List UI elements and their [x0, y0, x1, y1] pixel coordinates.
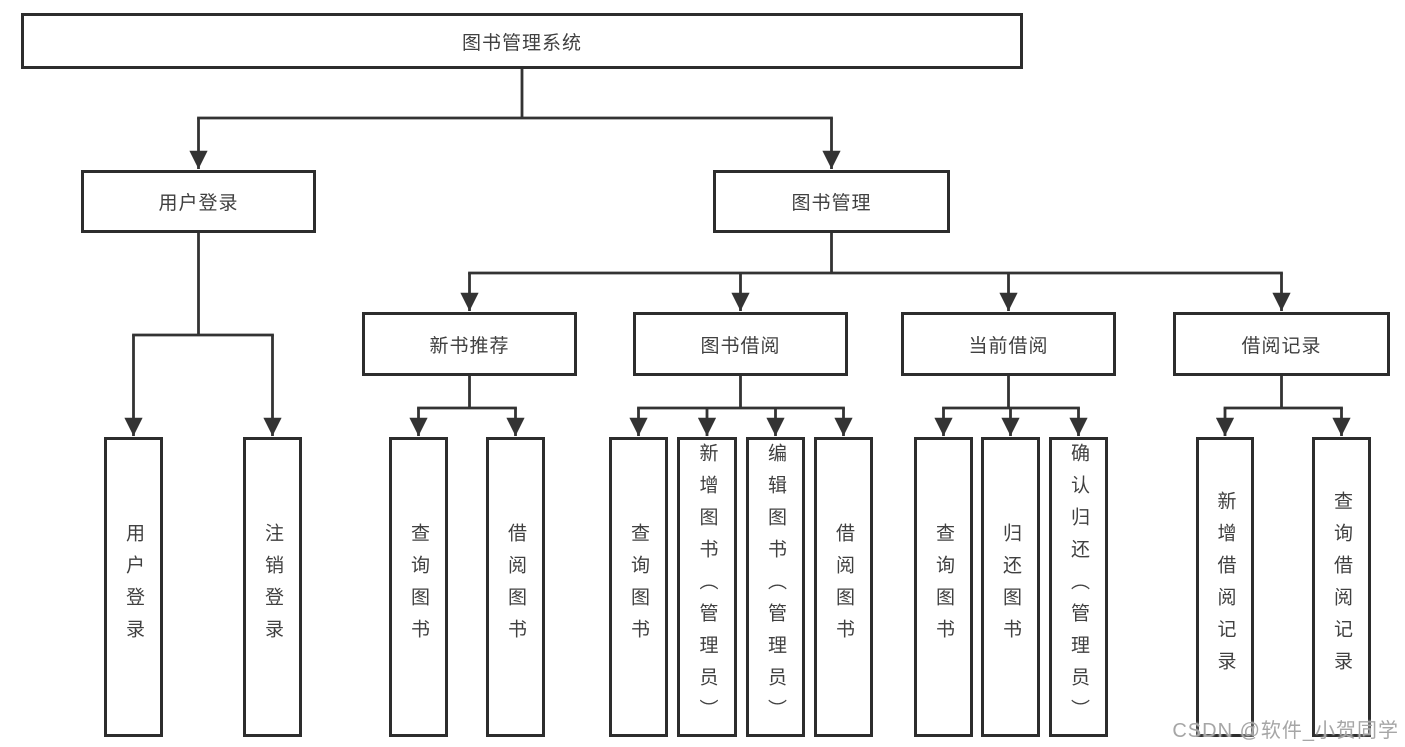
node-current-borrowing: 当前借阅 [901, 312, 1116, 376]
node-label: 借阅图书 [833, 523, 854, 651]
leaf-borrow-books-recommend: 借阅图书 [486, 437, 545, 737]
node-book-management: 图书管理 [713, 170, 950, 233]
node-label: 用户登录 [158, 193, 239, 214]
node-label: 查询图书 [408, 523, 429, 651]
node-label: 图书借阅 [700, 335, 781, 357]
node-label: 图书管理 [791, 193, 872, 214]
node-label: 编辑图书（管理员） [765, 443, 786, 731]
leaf-user-login: 用户登录 [104, 437, 163, 737]
leaf-confirm-return-admin: 确认归还（管理员） [1049, 437, 1108, 737]
node-label: 用户登录 [123, 523, 144, 651]
node-label: 确认归还（管理员） [1068, 443, 1089, 731]
leaf-edit-book-admin: 编辑图书（管理员） [746, 437, 805, 737]
leaf-query-books-recommend: 查询图书 [389, 437, 448, 737]
node-new-book-recommend: 新书推荐 [362, 312, 577, 376]
node-label: 新增图书（管理员） [696, 443, 718, 731]
node-label: 注销登录 [262, 523, 283, 651]
leaf-return-books: 归还图书 [981, 437, 1040, 737]
leaf-logout-login: 注销登录 [243, 437, 302, 737]
leaf-query-books-current: 查询图书 [914, 437, 973, 737]
node-label: 图书管理系统 [461, 32, 582, 54]
node-label: 当前借阅 [968, 335, 1049, 357]
node-library-system: 图书管理系统 [21, 13, 1023, 69]
node-label: 借阅图书 [505, 523, 526, 651]
node-label: 归还图书 [1000, 523, 1021, 651]
watermark: CSDN @软件_小贺同学 [1172, 720, 1399, 742]
node-label: 新增借阅记录 [1214, 491, 1236, 683]
leaf-borrow-books-borrowing: 借阅图书 [814, 437, 873, 737]
node-label: 查询图书 [933, 523, 954, 651]
node-label: 查询借阅记录 [1331, 491, 1352, 683]
leaf-query-borrow-record: 查询借阅记录 [1312, 437, 1371, 737]
leaf-add-book-admin: 新增图书（管理员） [677, 437, 737, 737]
leaf-add-borrow-record: 新增借阅记录 [1196, 437, 1254, 737]
node-label: 借阅记录 [1241, 335, 1322, 357]
node-book-borrowing: 图书借阅 [633, 312, 848, 376]
node-label: 查询图书 [628, 523, 649, 651]
node-user-login: 用户登录 [81, 170, 316, 233]
leaf-query-books-borrowing: 查询图书 [609, 437, 668, 737]
node-borrowing-records: 借阅记录 [1173, 312, 1390, 376]
node-label: 新书推荐 [429, 335, 510, 357]
